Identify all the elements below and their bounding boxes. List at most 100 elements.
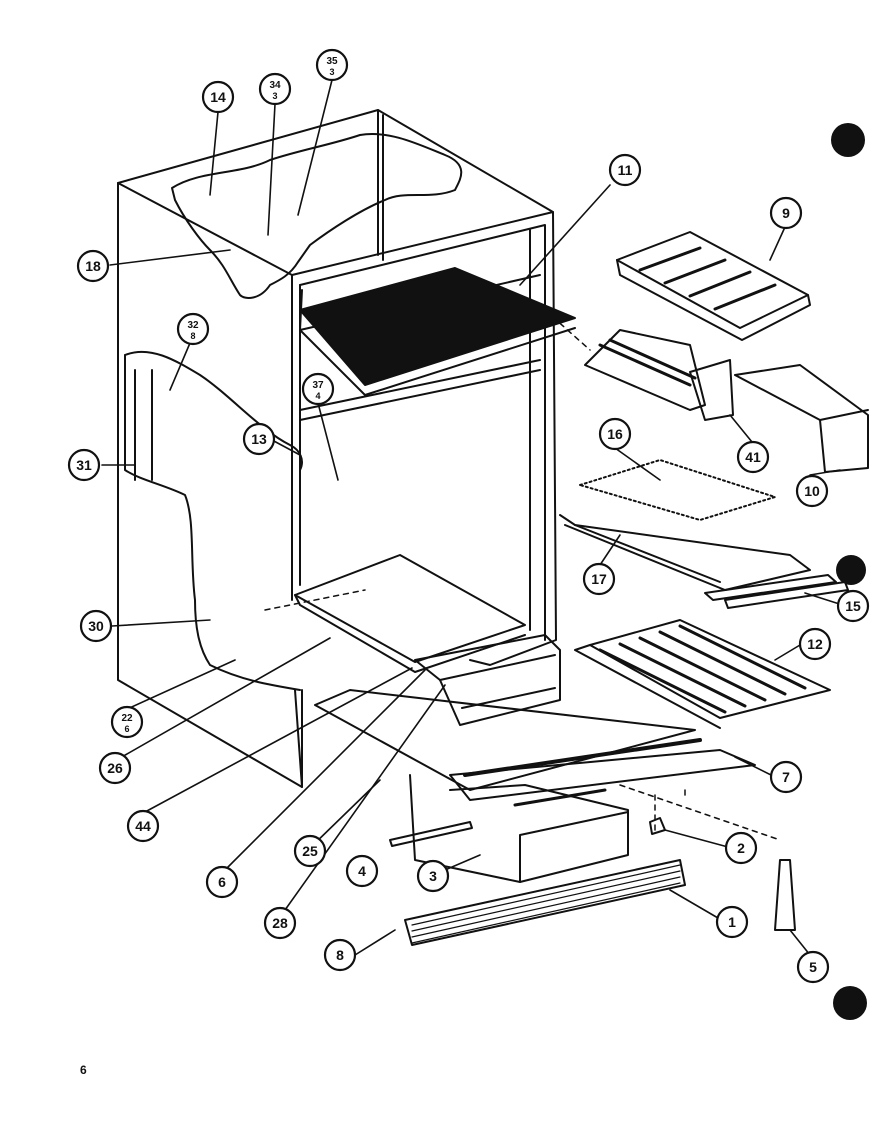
callout-circle xyxy=(76,249,110,283)
callout-number: 14 xyxy=(210,89,226,105)
callout-30: 30 xyxy=(79,609,113,643)
callout-number: 15 xyxy=(845,598,861,614)
callout-9: 9 xyxy=(769,196,803,230)
callout-32: 328 xyxy=(176,312,210,346)
callout-circle xyxy=(769,760,803,794)
callout-number: 28 xyxy=(272,915,288,931)
callout-number: 10 xyxy=(804,483,820,499)
bottom-cover xyxy=(314,689,756,801)
callout-circle xyxy=(205,865,239,899)
callout-number: 13 xyxy=(251,431,267,447)
crisper-cover xyxy=(294,554,526,673)
callout-number: 7 xyxy=(782,769,790,785)
callout-35: 353 xyxy=(315,48,349,82)
callout-circle xyxy=(715,905,749,939)
callout-circle xyxy=(795,474,829,508)
callout-number: 35 xyxy=(326,56,338,67)
callout-number: 26 xyxy=(107,760,123,776)
callout-10: 10 xyxy=(795,474,829,508)
callout-22: 226 xyxy=(110,705,144,739)
callout-layer: 1434335311918328374133116411017153012226… xyxy=(67,48,870,984)
roller xyxy=(649,817,666,835)
callout-18: 18 xyxy=(76,249,110,283)
callout-circle xyxy=(176,312,210,346)
callout-number: 44 xyxy=(135,818,151,834)
callout-5: 5 xyxy=(796,950,830,984)
ice-bin xyxy=(734,364,869,473)
callout-number: 5 xyxy=(809,959,817,975)
callout-6: 6 xyxy=(205,865,239,899)
callout-26: 26 xyxy=(98,751,132,785)
callout-quantity: 3 xyxy=(272,91,277,101)
leader-lines xyxy=(101,79,853,956)
callout-circle xyxy=(323,938,357,972)
callout-25: 25 xyxy=(293,834,327,868)
callout-quantity: 4 xyxy=(315,391,320,401)
callout-2: 2 xyxy=(724,831,758,865)
callout-circle xyxy=(769,196,803,230)
guide-lines xyxy=(264,309,781,841)
callout-circle xyxy=(242,422,276,456)
callout-circle xyxy=(836,589,870,623)
callout-circle xyxy=(736,440,770,474)
callout-number: 2 xyxy=(737,840,745,856)
callout-number: 34 xyxy=(269,80,281,91)
page-number: 6 xyxy=(80,1063,87,1077)
callout-8: 8 xyxy=(323,938,357,972)
callout-3: 3 xyxy=(416,859,450,893)
callout-circle xyxy=(301,372,335,406)
callout-circle xyxy=(67,448,101,482)
callout-circle xyxy=(110,705,144,739)
icemaker xyxy=(584,329,734,421)
callout-number: 12 xyxy=(807,636,823,652)
callout-number: 37 xyxy=(312,380,324,391)
callout-circle xyxy=(345,854,379,888)
callout-number: 17 xyxy=(591,571,607,587)
registration-marks xyxy=(831,123,867,1020)
callout-12: 12 xyxy=(798,627,832,661)
callout-14: 14 xyxy=(201,80,235,114)
callout-circle xyxy=(608,153,642,187)
callout-circle xyxy=(416,859,450,893)
callout-number: 18 xyxy=(85,258,101,274)
callout-4: 4 xyxy=(345,854,379,888)
callout-circle xyxy=(258,72,292,106)
callout-number: 4 xyxy=(358,863,366,879)
callout-15: 15 xyxy=(836,589,870,623)
callout-13: 13 xyxy=(242,422,276,456)
shelf-rail xyxy=(704,574,849,609)
callout-44: 44 xyxy=(126,809,160,843)
callout-circle xyxy=(263,906,297,940)
callout-11: 11 xyxy=(608,153,642,187)
registration-dot-top xyxy=(831,123,865,157)
callout-circle xyxy=(79,609,113,643)
callout-number: 41 xyxy=(745,449,761,465)
callout-41: 41 xyxy=(736,440,770,474)
callout-circle xyxy=(293,834,327,868)
crisper-drawer xyxy=(409,774,629,883)
glass-shelf xyxy=(559,459,811,591)
leveling-leg xyxy=(774,859,796,931)
callout-37: 374 xyxy=(301,372,335,406)
callout-number: 1 xyxy=(728,914,736,930)
callout-number: 31 xyxy=(76,457,92,473)
callout-number: 3 xyxy=(429,868,437,884)
callout-circle xyxy=(98,751,132,785)
callout-number: 25 xyxy=(302,843,318,859)
wire-shelf xyxy=(574,619,831,729)
callout-number: 8 xyxy=(336,947,344,963)
callout-28: 28 xyxy=(263,906,297,940)
callout-circle xyxy=(201,80,235,114)
callout-circle xyxy=(798,627,832,661)
callout-34: 343 xyxy=(258,72,292,106)
callout-circle xyxy=(598,417,632,451)
ice-tray xyxy=(616,231,811,341)
callout-circle xyxy=(582,562,616,596)
grille xyxy=(404,859,686,946)
cabinet xyxy=(117,109,557,788)
callout-number: 11 xyxy=(618,162,633,178)
callout-quantity: 8 xyxy=(190,331,195,341)
registration-dot-bottom xyxy=(833,986,867,1020)
registration-dot-middle xyxy=(836,555,866,585)
